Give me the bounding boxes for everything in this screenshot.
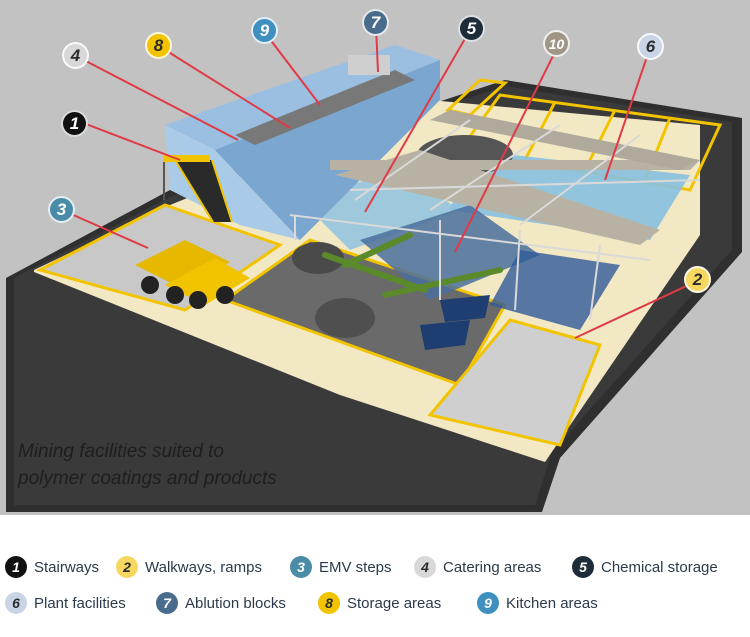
legend-item-walkways: 2 Walkways, ramps <box>116 553 262 581</box>
legend-label: Chemical storage <box>601 558 718 576</box>
caption-line-2: polymer coatings and products <box>18 468 277 489</box>
roof-unit <box>348 55 390 75</box>
legend-badge: 9 <box>477 592 499 614</box>
ore-bin-2 <box>440 295 490 322</box>
marker-number: 7 <box>370 12 381 32</box>
marker-1: 1 <box>61 110 88 137</box>
marker-6: 6 <box>637 33 664 60</box>
legend-badge: 6 <box>5 592 27 614</box>
emv-vehicles <box>135 240 250 309</box>
facility-illustration: Mining facilities suited to polymer coat… <box>0 0 750 515</box>
legend-item-storage: 8 Storage areas <box>318 589 441 617</box>
legend-label: Stairways <box>34 558 100 576</box>
legend-item-ablution: 7 Ablution blocks <box>156 589 286 617</box>
marker-9: 9 <box>251 17 278 44</box>
marker-number: 9 <box>259 20 270 40</box>
ore-bin-1 <box>420 320 470 350</box>
building-front <box>165 125 300 240</box>
legend-label: Plant facilities <box>34 594 126 612</box>
legend-item-stairways: 1 Stairways <box>5 553 99 581</box>
legend-item-chemical-storage: 5 Chemical storage <box>572 553 718 581</box>
marker-number: 3 <box>56 199 67 219</box>
marker-7: 7 <box>362 9 389 36</box>
legend-label: EMV steps <box>319 558 392 576</box>
plant-panel-front <box>490 250 620 330</box>
plant-panel-right <box>450 150 690 240</box>
marker-5: 5 <box>458 15 485 42</box>
legend-label: Kitchen areas <box>506 594 598 612</box>
facility-drawing <box>6 25 742 512</box>
ore-pile-2 <box>292 242 344 274</box>
marker-number: 1 <box>69 113 80 133</box>
marker-number: 10 <box>548 35 565 52</box>
legend: 1 Stairways 2 Walkways, ramps 3 EMV step… <box>0 515 750 637</box>
legend-label: Storage areas <box>347 594 442 612</box>
conveyor-gantries <box>330 110 700 245</box>
marker-number: 5 <box>466 18 477 38</box>
legend-item-plant: 6 Plant facilities <box>5 589 126 617</box>
marker-8: 8 <box>145 32 172 59</box>
legend-badge: 1 <box>5 556 27 578</box>
roof-duct <box>235 70 415 145</box>
legend-badge: 4 <box>414 556 436 578</box>
steel-beams <box>322 232 503 298</box>
legend-item-emv-steps: 3 EMV steps <box>290 553 392 581</box>
caption: Mining facilities suited to polymer coat… <box>18 438 398 492</box>
marker-number: 8 <box>153 35 164 55</box>
legend-label: Catering areas <box>443 558 542 576</box>
legend-badge: 8 <box>318 592 340 614</box>
caption-line-1: Mining facilities suited to <box>18 441 224 462</box>
leader-lines <box>61 25 696 339</box>
legend-badge: 5 <box>572 556 594 578</box>
marker-number: 4 <box>70 45 81 65</box>
legend-item-catering: 4 Catering areas <box>414 553 541 581</box>
marker-number: 2 <box>692 269 703 289</box>
marker-4: 4 <box>62 42 89 69</box>
ore-pile-3 <box>315 298 375 338</box>
legend-label: Walkways, ramps <box>145 558 262 576</box>
legend-badge: 3 <box>290 556 312 578</box>
stairway <box>163 155 233 223</box>
lower-pad <box>427 318 603 447</box>
marker-number: 6 <box>645 36 656 56</box>
legend-badge: 2 <box>116 556 138 578</box>
structure-frame <box>289 119 701 321</box>
legend-item-kitchen: 9 Kitchen areas <box>477 589 598 617</box>
legend-label: Ablution blocks <box>185 594 286 612</box>
building-side <box>215 60 440 240</box>
marker-3: 3 <box>48 196 75 223</box>
legend-badge: 7 <box>156 592 178 614</box>
marker-10: 10 <box>543 30 570 57</box>
marker-2: 2 <box>684 266 711 293</box>
